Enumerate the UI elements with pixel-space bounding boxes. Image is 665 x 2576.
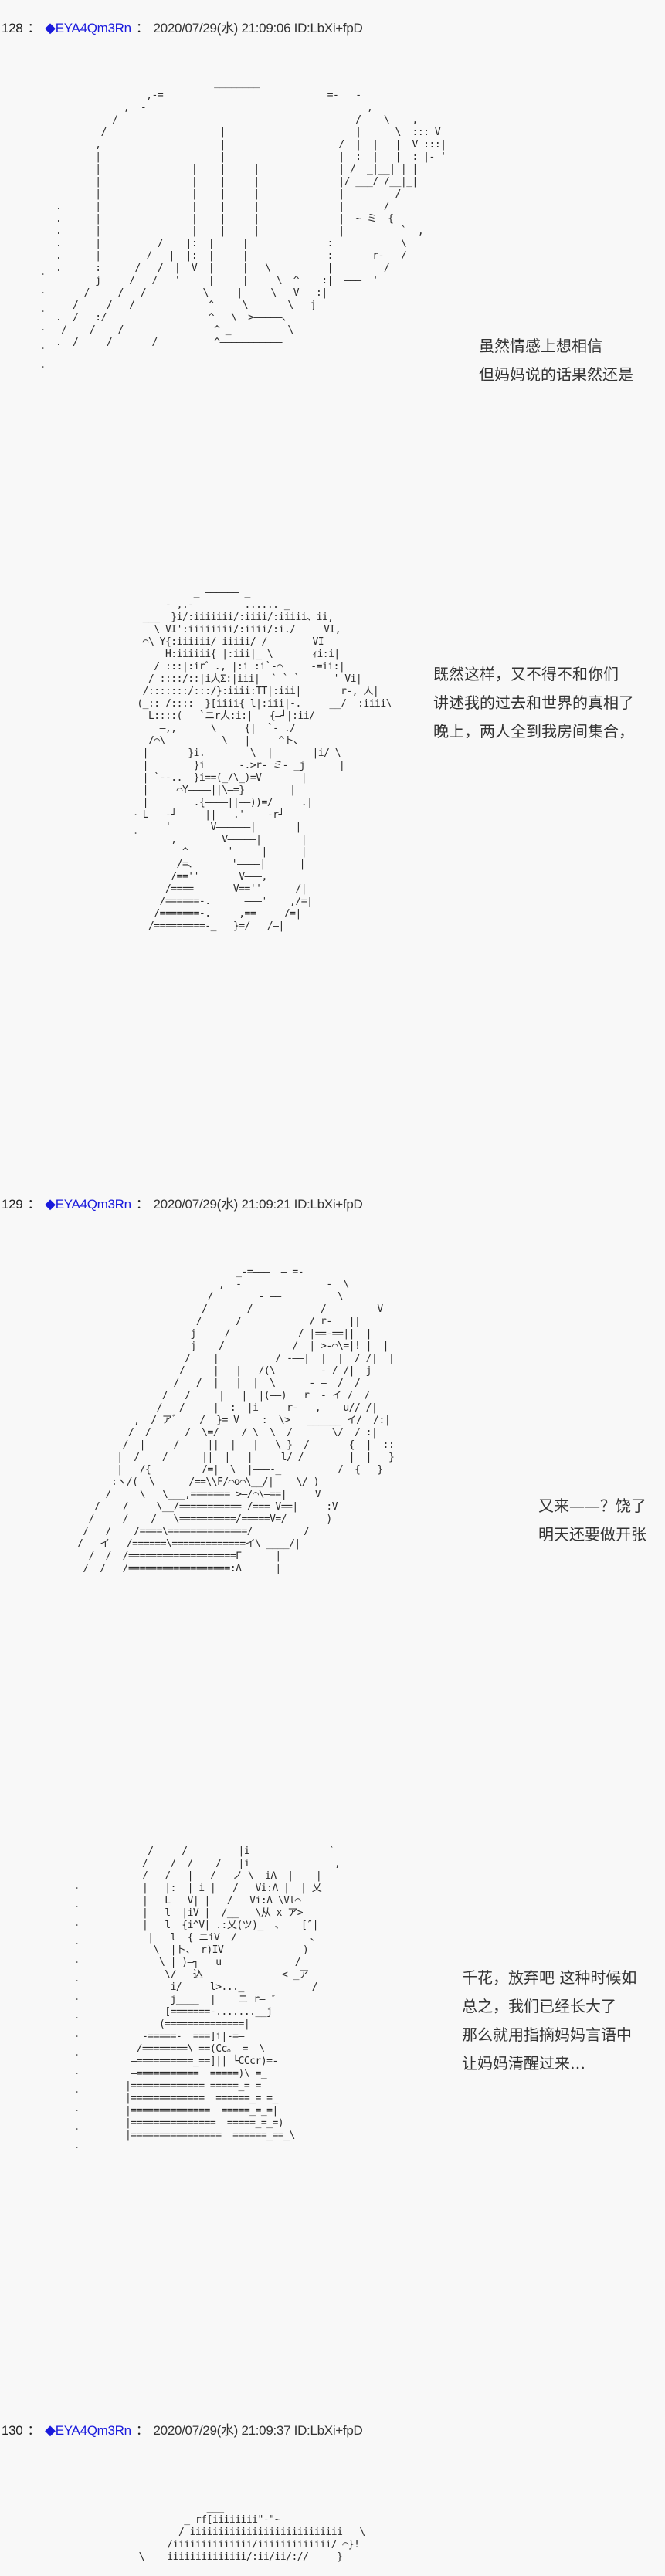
- trip-diamond-icon: ◆: [45, 20, 56, 36]
- ascii-art-figure-1: ________ ,-= =- - , - , / / \ ― ,: [55, 77, 446, 348]
- post-separator: ：: [135, 2423, 149, 2438]
- trip-diamond-icon: ◆: [45, 1196, 56, 1212]
- dialogue-129-2: 千花，放弃吧 这种时候如 总之，我们已经长大了 那么就用指摘妈妈言语中 让妈妈清…: [462, 1964, 665, 2078]
- post-number: 129: [2, 1197, 23, 1212]
- post-separator: ：: [135, 1197, 149, 1212]
- post-header-129: 129 ： ◆EYA4Qm3Rn ： 2020/07/29(水) 21:09:21 ID…: [2, 1193, 363, 1212]
- ascii-art-figure-4: / / |i ` / / / / |i , / / | / ノ \ iΛ | |…: [124, 1846, 341, 2141]
- dialogue-129-1: 又来——？饶了 明天还要做开张: [538, 1492, 665, 1549]
- margin-dots: . .: [133, 807, 139, 836]
- post-header-128: 128 ： ◆EYA4Qm3Rn ： 2020/07/29(水) 21:09:06 ID…: [2, 17, 363, 36]
- post-tripcode[interactable]: EYA4Qm3Rn: [55, 21, 131, 36]
- margin-dots: . . . . . . . . . . . . . . .: [74, 1880, 80, 2151]
- dialogue-line: 让妈妈清醒过来…: [462, 2054, 585, 2073]
- dialogue-line: 又来——？饶了: [538, 1496, 646, 1515]
- post-separator: ：: [135, 21, 149, 36]
- post-date: 2020/07/29(水) 21:09:37: [153, 2423, 291, 2438]
- post-id: ID:LbXi+fpD: [293, 1197, 363, 1212]
- dialogue-line: 讲述我的过去和世界的真相了: [433, 693, 634, 712]
- dialogue-line: 总之，我们已经长大了: [462, 1997, 616, 2015]
- post-date: 2020/07/29(水) 21:09:06: [153, 21, 291, 36]
- dialogue-line: 晚上，两人全到我房间集合，: [433, 722, 634, 741]
- post-tripcode[interactable]: EYA4Qm3Rn: [55, 1197, 131, 1212]
- post-id: ID:LbXi+fpD: [293, 2423, 363, 2438]
- dialogue-128-2: 既然这样，又不得不和你们 讲述我的过去和世界的真相了 晚上，两人全到我房间集合，: [433, 660, 665, 746]
- dialogue-line: 那么就用指摘妈妈言语中: [462, 2025, 632, 2044]
- post-separator: ：: [27, 1197, 41, 1212]
- post-separator: ：: [27, 2423, 41, 2438]
- ascii-art-figure-5: ___ _ rf[iiiiiiii"‐"~ / iiiiiiiiiiiiiiii…: [138, 2502, 366, 2563]
- dialogue-line: 虽然情感上想相信: [479, 337, 602, 355]
- post-separator: ：: [27, 21, 41, 36]
- post-id: ID:LbXi+fpD: [293, 21, 363, 36]
- post-number: 128: [2, 21, 23, 36]
- dialogue-line: 千花，放弃吧 这种时候如: [462, 1968, 637, 1987]
- post-header-130: 130 ： ◆EYA4Qm3Rn ： 2020/07/29(水) 21:09:37 ID…: [2, 2419, 363, 2439]
- ascii-art-figure-2: _ ―――――― _ ‐ ,.- ...... _ ___ }i/:iiiiii…: [137, 587, 392, 932]
- dialogue-line: 但妈妈说的话果然还是: [479, 365, 633, 384]
- trip-diamond-icon: ◆: [45, 2422, 56, 2438]
- margin-dots: . . . . . .: [40, 266, 46, 370]
- post-tripcode[interactable]: EYA4Qm3Rn: [55, 2423, 131, 2438]
- dialogue-128-1: 虽然情感上想相信 但妈妈说的话果然还是: [479, 332, 665, 389]
- dialogue-line: 明天还要做开张: [538, 1525, 646, 1544]
- ascii-art-figure-3: _-=――― ― =- , - - \ / ‐ ―― \ / / / V / /: [77, 1266, 395, 1574]
- dialogue-line: 既然这样，又不得不和你们: [433, 665, 619, 683]
- post-number: 130: [2, 2423, 23, 2438]
- post-date: 2020/07/29(水) 21:09:21: [153, 1197, 291, 1212]
